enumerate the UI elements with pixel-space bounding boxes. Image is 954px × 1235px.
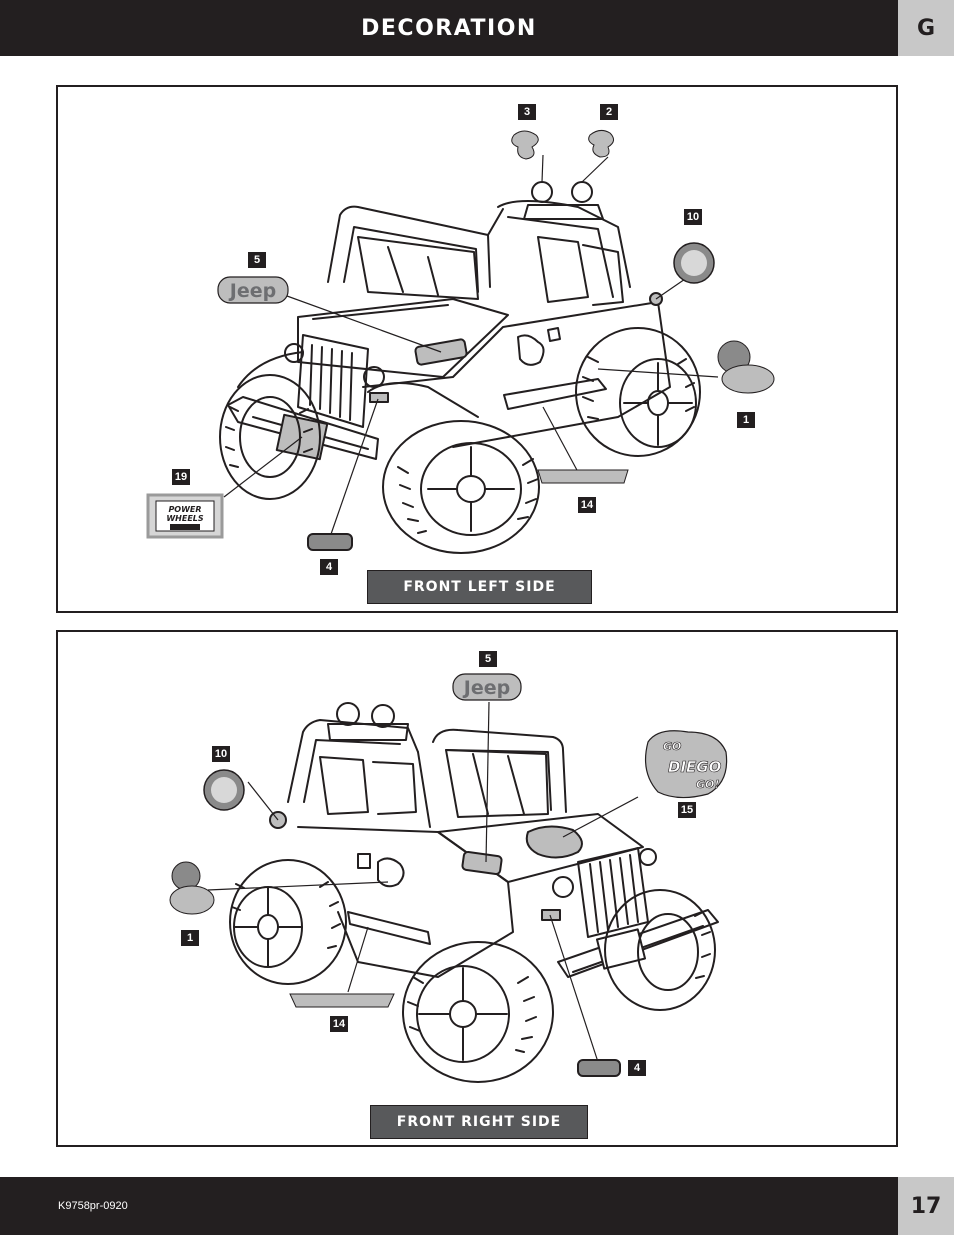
jeep-front-left-illustration: Jeep POWER WHEELS <box>146 129 775 554</box>
callout-5: 5 <box>479 651 497 667</box>
wheels-text: WHEELS <box>166 514 204 523</box>
jeep-decal-text: Jeep <box>462 677 510 699</box>
footer-bar: K9758pr-0920 <box>0 1177 898 1235</box>
power-text: POWER <box>168 505 201 514</box>
callout-1: 1 <box>181 930 199 946</box>
go-text-1: GO <box>663 740 681 753</box>
callout-10: 10 <box>212 746 230 762</box>
callout-1: 1 <box>737 412 755 428</box>
callout-15: 15 <box>678 802 696 818</box>
callout-3: 3 <box>518 104 536 120</box>
front-right-panel: Jeep GO DIEGO GO! 5 10 15 1 14 4 FRONT R… <box>56 630 898 1147</box>
page-title: DECORATION <box>361 15 537 41</box>
callout-4: 4 <box>628 1060 646 1076</box>
callout-4: 4 <box>320 559 338 575</box>
header-bar: DECORATION <box>0 0 898 56</box>
callout-10: 10 <box>684 209 702 225</box>
jeep-front-right-illustration: Jeep GO DIEGO GO! <box>169 673 728 1083</box>
callout-5: 5 <box>248 252 266 268</box>
page-number: 17 <box>898 1177 954 1235</box>
callout-14: 14 <box>330 1016 348 1032</box>
jeep-decal-text: Jeep <box>228 280 276 302</box>
go-text-2: GO! <box>696 778 719 791</box>
callout-14: 14 <box>578 497 596 513</box>
diego-text: DIEGO <box>668 758 722 776</box>
section-tab: G <box>898 0 954 56</box>
view-label: FRONT LEFT SIDE <box>367 570 592 604</box>
front-left-panel: Jeep POWER WHEELS 3 2 10 5 1 19 14 4 FRO… <box>56 85 898 613</box>
callout-2: 2 <box>600 104 618 120</box>
view-label: FRONT RIGHT SIDE <box>370 1105 588 1139</box>
callout-19: 19 <box>172 469 190 485</box>
document-code: K9758pr-0920 <box>58 1200 128 1212</box>
